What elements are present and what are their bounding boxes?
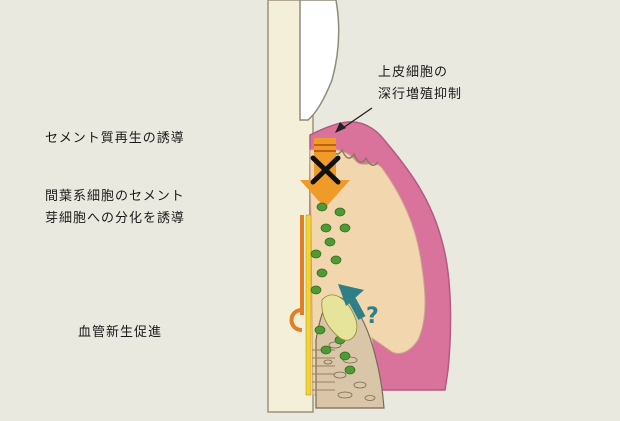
angiogenesis-label-text: 血管新生促進	[78, 325, 163, 340]
cementum-layer	[305, 214, 312, 396]
diagonal-arrow-icon	[338, 284, 366, 320]
x-mark-icon	[310, 155, 341, 185]
mesenchymal-label-line2: 芽細胞への分化を誘導	[45, 211, 186, 226]
enamel	[299, 0, 340, 121]
tooth	[267, 0, 340, 413]
leader-arrowhead	[335, 122, 346, 133]
epithelium-label: 上皮細胞の 深行増殖抑制	[378, 62, 462, 106]
mesenchymal-label-line1: 間葉系細胞のセメント	[45, 189, 185, 204]
cementum-label: セメント質再生の誘導	[45, 128, 185, 150]
epithelium-edge	[329, 144, 379, 166]
cementoblast-band	[300, 215, 304, 315]
notch	[289, 308, 303, 332]
down-arrow-icon	[300, 138, 350, 208]
hatched-cells	[321, 294, 358, 341]
leader-line	[339, 107, 373, 131]
mesenchymal-label: 間葉系細胞のセメント 芽細胞への分化を誘導	[45, 186, 185, 230]
angiogenesis-label: 血管新生促進	[78, 322, 162, 344]
epithelium-label-line1: 上皮細胞の	[378, 65, 449, 80]
question-mark: ?	[366, 304, 379, 329]
epithelium-label-line2: 深行増殖抑制	[378, 87, 463, 102]
cementum-label-text: セメント質再生の誘導	[45, 131, 185, 146]
